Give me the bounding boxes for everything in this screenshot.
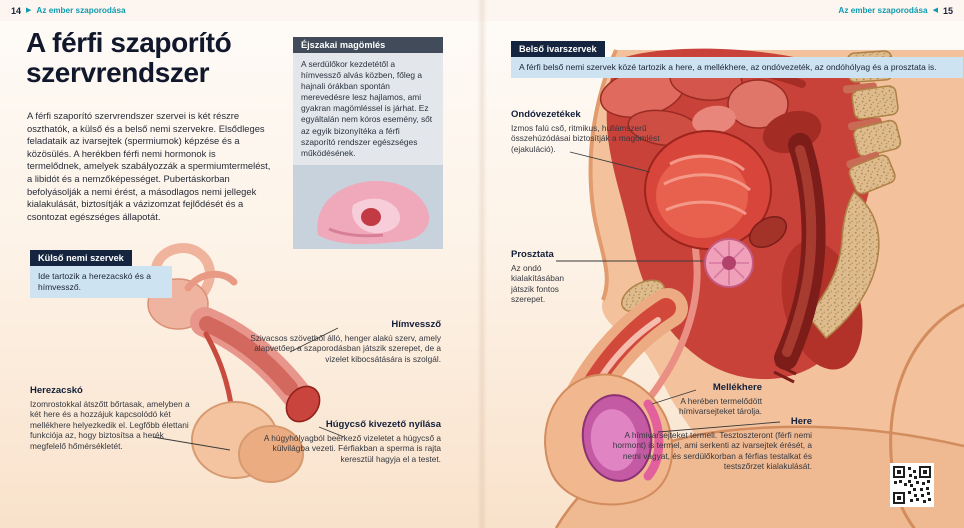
leader-lines	[152, 151, 781, 451]
page-header: 14 ▶ Az ember szaporodása Az ember szapo…	[0, 0, 964, 21]
page-number-left: 14	[11, 5, 22, 16]
label-himvesszo-body: Szivacsos szövetből álló, henger alakú s…	[250, 332, 441, 364]
label-hugycso-body: A húgyhólyagból beérkező vizeletet a húg…	[263, 432, 441, 464]
external-box-body: Ide tartozik a herezacskó és a hímvessző…	[30, 266, 172, 299]
label-himvesszo-title: Hímvessző	[391, 319, 441, 330]
cross-section-illustration	[544, 48, 964, 528]
arrow-left-icon: ◀	[932, 7, 938, 14]
internal-box-title: Belső ivarszervek	[511, 41, 605, 57]
label-ondovezetekek-body: Izmos falú cső, ritmikus, hullámszerű ös…	[511, 122, 660, 154]
label-here-body: A hímivarsejteket termeli. Tesztoszteron…	[612, 429, 812, 472]
label-mellekhere-title: Mellékhere	[712, 382, 762, 393]
page-number-right: 15	[942, 5, 953, 16]
label-here: Here A hímivarsejteket termeli. Tesztosz…	[612, 416, 812, 472]
external-box-title: Külső nemi szervek	[30, 250, 132, 266]
label-herezacsko-body: Izomrostokkal átszőtt bőrtasak, amelyben…	[30, 398, 190, 451]
intestines	[599, 59, 789, 147]
nocturnal-box-title: Éjszakai magömlés	[293, 37, 443, 53]
internal-box-body: A férfi belső nemi szervek közé tartozik…	[511, 57, 963, 79]
label-hugycso: Húgycső kivezető nyílása A húgyhólyagból…	[256, 419, 441, 464]
header-left: 14 ▶ Az ember szaporodása	[11, 6, 126, 16]
label-ondovezetekek: Ondóvezetékek Izmos falú cső, ritmikus, …	[511, 109, 689, 154]
nocturnal-box-illustration	[293, 164, 443, 249]
label-here-title: Here	[790, 416, 812, 427]
internal-organs-box: Belső ivarszervek A férfi belső nemi sze…	[511, 39, 963, 79]
label-herezacsko: Herezacskó Izomrostokkal átszőtt bőrtasa…	[30, 385, 192, 451]
label-prosztata-body: Az ondó kialakításában játszik fontos sz…	[511, 262, 565, 305]
leader-here	[657, 421, 781, 433]
leader-mellekhere	[651, 389, 697, 405]
label-herezacsko-title: Herezacskó	[30, 385, 83, 396]
external-organs-box: Külső nemi szervek Ide tartozik a hereza…	[30, 248, 172, 299]
leader-himvesszo	[289, 327, 339, 353]
scrotum-testis	[544, 373, 674, 506]
seminal-vesicle	[748, 215, 788, 249]
label-prosztata-title: Prosztata	[511, 249, 554, 260]
label-ondovezetekek-title: Ondóvezetékek	[511, 109, 581, 120]
leader-herezacsko	[152, 436, 231, 451]
nocturnal-emission-box: Éjszakai magömlés A serdülőkor kezdetétő…	[293, 37, 443, 249]
arrow-right-icon: ▶	[26, 7, 32, 14]
qr-code	[890, 463, 934, 507]
bladder	[644, 130, 772, 250]
chapter-title-left: Az ember szaporodása	[36, 6, 126, 15]
label-prosztata: Prosztata Az ondó kialakításában játszik…	[511, 249, 589, 305]
intro-paragraph: A férfi szaporító szervrendszer szervei …	[27, 110, 271, 222]
header-right: Az ember szaporodása ◀ 15	[838, 6, 953, 16]
page-title: A férfi szaporító szervrendszer	[26, 27, 232, 88]
rectum	[762, 110, 826, 384]
prostate	[704, 238, 754, 288]
leader-hugycso	[318, 426, 345, 438]
chapter-title-right: Az ember szaporodása	[838, 6, 928, 15]
label-mellekhere-body: A herében termelődött hímivarsejteket tá…	[678, 395, 762, 417]
label-himvesszo: Hímvessző Szivacsos szövetből álló, heng…	[245, 319, 441, 364]
nocturnal-box-body: A serdülőkor kezdetétől a hímvessző alvá…	[293, 53, 443, 165]
label-hugycso-title: Húgycső kivezető nyílása	[325, 419, 441, 430]
page-fold	[477, 0, 487, 528]
label-mellekhere: Mellékhere A herében termelődött hímivar…	[632, 382, 762, 417]
leader-ondovezetekek	[569, 151, 651, 173]
